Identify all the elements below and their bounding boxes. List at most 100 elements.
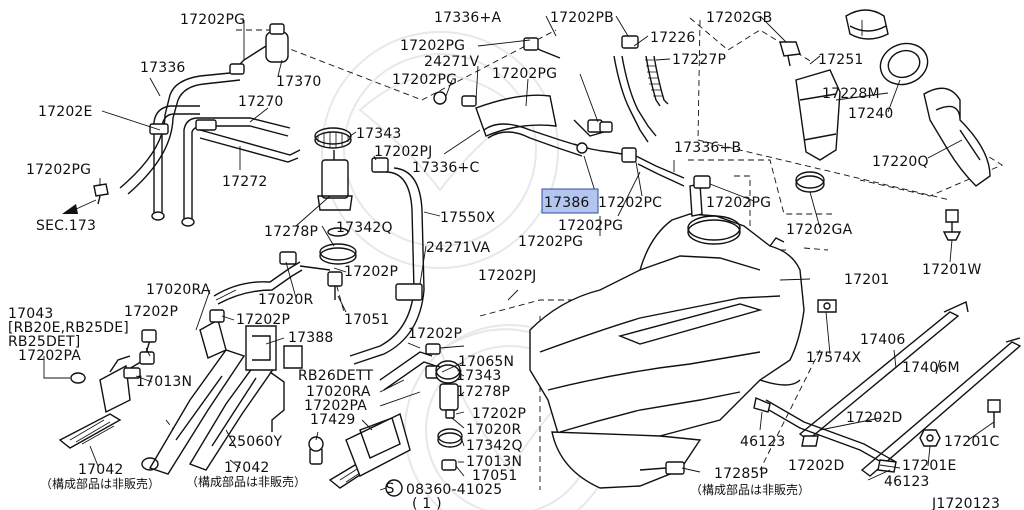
sec173-arrow <box>62 199 97 214</box>
label-17201[interactable]: 17201 <box>844 272 890 288</box>
label-08360-41025[interactable]: 08360-41025 <box>406 482 502 498</box>
label-17285P[interactable]: 17285P <box>714 466 768 482</box>
label-17042[interactable]: 17042 <box>78 462 124 478</box>
label-17043[interactable]: 17043 <box>8 306 54 322</box>
bolt-17201W <box>942 209 962 241</box>
label-17202GB[interactable]: 17202GB <box>706 10 772 26</box>
label-17278P[interactable]: 17278P <box>264 224 318 240</box>
label-17051[interactable]: 17051 <box>344 312 390 328</box>
label-rb26dett[interactable]: RB26DETT <box>298 368 373 384</box>
label-17202PC[interactable]: 17202PC <box>598 195 662 211</box>
label-17201W[interactable]: 17201W <box>922 262 982 278</box>
label-17370[interactable]: 17370 <box>276 74 322 90</box>
tank-strap-17406M <box>860 337 1022 477</box>
label-17342Q[interactable]: 17342Q <box>336 220 393 236</box>
label-46123[interactable]: 46123 <box>740 434 786 450</box>
label-17202PG[interactable]: 17202PG <box>26 162 91 178</box>
vent-hose-assembly-17336 <box>119 71 301 227</box>
label-17202P[interactable]: 17202P <box>472 406 526 422</box>
label-17065N[interactable]: 17065N <box>458 354 514 370</box>
nut-17201E <box>919 429 941 447</box>
label-17202PA[interactable]: 17202PA <box>18 348 81 364</box>
canister-valve-17370 <box>235 23 289 69</box>
label-17202PG[interactable]: 17202PG <box>492 66 557 82</box>
label-17342Q[interactable]: 17342Q <box>466 438 523 454</box>
label-17202E[interactable]: 17202E <box>38 104 93 120</box>
label-17220Q[interactable]: 17220Q <box>872 154 929 170</box>
label-17202GA[interactable]: 17202GA <box>786 222 853 238</box>
label-17202D[interactable]: 17202D <box>846 410 903 426</box>
label-17550X[interactable]: 17550X <box>440 210 496 226</box>
label-25060Y[interactable]: 25060Y <box>228 434 283 450</box>
filler-cap-17251 <box>845 9 889 40</box>
label-sec173[interactable]: SEC.173 <box>36 218 96 234</box>
label-17202PG[interactable]: 17202PG <box>706 195 771 211</box>
label-17202PJ[interactable]: 17202PJ <box>374 144 433 160</box>
hose-17550X <box>349 157 425 365</box>
seal-ring-17342Q <box>319 227 357 265</box>
label-17343[interactable]: 17343 <box>456 368 502 384</box>
label-17251[interactable]: 17251 <box>818 52 864 68</box>
label-17270[interactable]: 17270 <box>238 94 284 110</box>
note-not-sold-left: （構成部品は非販売） <box>40 476 160 491</box>
label-17388[interactable]: 17388 <box>288 330 334 346</box>
label-17202PJ[interactable]: 17202PJ <box>478 268 537 284</box>
label-17201C[interactable]: 17201C <box>944 434 1000 450</box>
pump-parts-stack <box>425 343 463 471</box>
filler-neck-17228M <box>795 69 841 161</box>
label-17226[interactable]: 17226 <box>650 30 696 46</box>
label-17272[interactable]: 17272 <box>222 174 268 190</box>
label-17336-plus-b[interactable]: 17336+B <box>674 140 741 156</box>
label-17020R[interactable]: 17020R <box>466 422 522 438</box>
label-17336-plus-a[interactable]: 17336+A <box>434 10 501 26</box>
label-24271VA[interactable]: 24271VA <box>426 240 490 256</box>
label-17202P[interactable]: 17202P <box>344 264 398 280</box>
label-17386[interactable]: 17386 <box>544 195 590 211</box>
center-hoses-17336C <box>433 91 605 157</box>
label-17336-plus-c[interactable]: 17336+C <box>412 160 479 176</box>
clip-17202GB <box>779 41 801 67</box>
label-46123[interactable]: 46123 <box>884 474 930 490</box>
label-17202PA[interactable]: 17202PA <box>304 398 367 414</box>
label-17202P[interactable]: 17202P <box>408 326 462 342</box>
label-17202PG[interactable]: 17202PG <box>392 72 457 88</box>
label-17020R[interactable]: 17020R <box>258 292 314 308</box>
label-17202P[interactable]: 17202P <box>236 312 290 328</box>
label-17020RA[interactable]: 17020RA <box>306 384 371 400</box>
label-17013N[interactable]: 17013N <box>136 374 192 390</box>
label-17406[interactable]: 17406 <box>860 332 906 348</box>
label-17343[interactable]: 17343 <box>356 126 402 142</box>
label-rb-variant-2[interactable]: RB25DET] <box>8 334 80 350</box>
clip-17202PG-a <box>229 63 245 75</box>
label-24271V[interactable]: 24271V <box>424 54 480 70</box>
filler-ring-17240 <box>879 42 929 86</box>
label-17202PG[interactable]: 17202PG <box>518 234 583 250</box>
label-17202PG[interactable]: 17202PG <box>180 12 245 28</box>
clip-17202GA <box>795 171 825 193</box>
label-17278P[interactable]: 17278P <box>456 384 510 400</box>
part-labels: 17202PG 17336+A 17202PB 17202GB 17226 17… <box>8 10 1000 510</box>
label-17013N[interactable]: 17013N <box>466 454 522 470</box>
clips-left-17202P <box>123 309 225 379</box>
label-17202PB[interactable]: 17202PB <box>550 10 614 26</box>
label-17574X[interactable]: 17574X <box>806 350 862 366</box>
label-17406M[interactable]: 17406M <box>902 360 960 376</box>
label-17336[interactable]: 17336 <box>140 60 186 76</box>
label-17202P[interactable]: 17202P <box>124 304 178 320</box>
label-17202D[interactable]: 17202D <box>788 458 845 474</box>
label-17042[interactable]: 17042 <box>224 460 270 476</box>
label-17240[interactable]: 17240 <box>848 106 894 122</box>
sender-17388 <box>245 325 303 371</box>
bolt-17201C <box>987 399 1001 428</box>
label-17227P[interactable]: 17227P <box>672 52 726 68</box>
label-17429[interactable]: 17429 <box>310 412 356 428</box>
filler-vent-hoses <box>523 35 685 187</box>
label-rb-variant-1[interactable]: [RB20E,RB25DE] <box>8 320 129 336</box>
label-17051[interactable]: 17051 <box>472 468 518 484</box>
label-17202PG[interactable]: 17202PG <box>558 218 623 234</box>
label-17020RA[interactable]: 17020RA <box>146 282 211 298</box>
pump-cap-17343 <box>314 127 353 300</box>
label-17201E[interactable]: 17201E <box>902 458 957 474</box>
label-17202PG[interactable]: 17202PG <box>400 38 465 54</box>
label-17228M[interactable]: 17228M <box>822 86 880 102</box>
